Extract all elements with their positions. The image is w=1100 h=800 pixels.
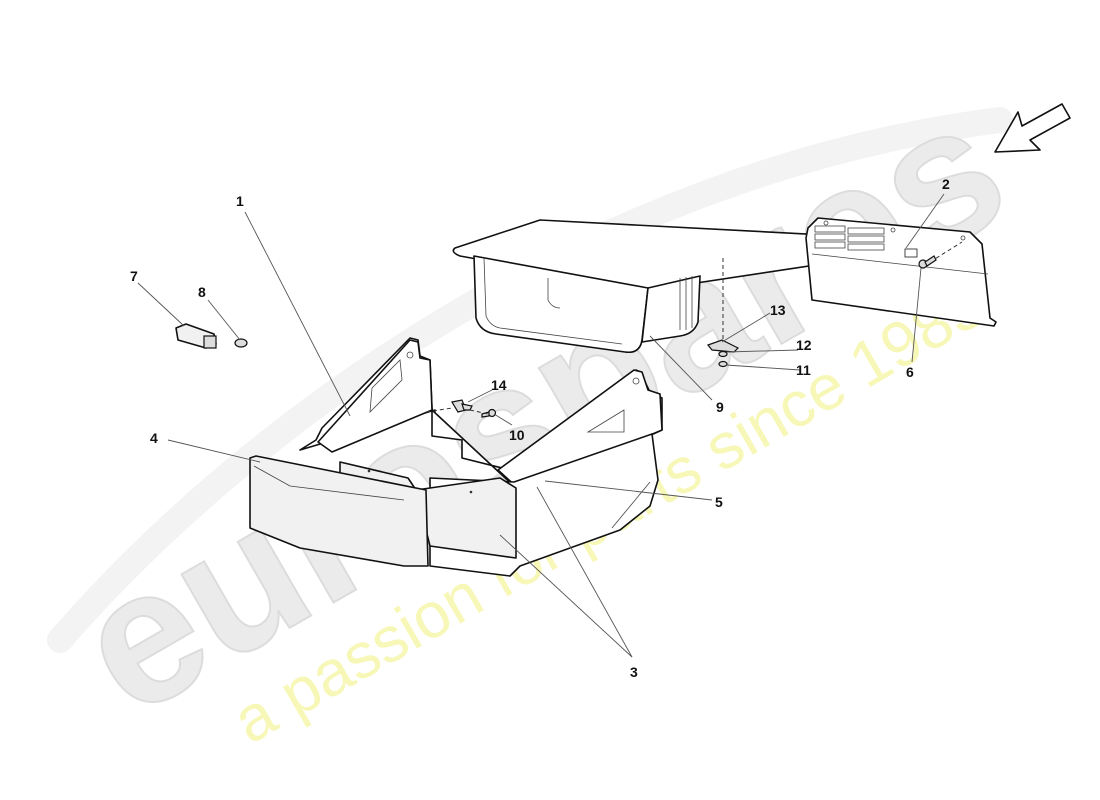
callout-12[interactable]: 12 bbox=[796, 337, 812, 353]
part-6-screw[interactable] bbox=[918, 255, 937, 269]
part-1-side-frame[interactable] bbox=[299, 337, 436, 453]
part-4-front-cover[interactable] bbox=[249, 455, 429, 567]
part-10-screw[interactable] bbox=[481, 408, 497, 418]
part-12-nut[interactable] bbox=[718, 350, 728, 358]
part-2-trim-panel[interactable] bbox=[805, 217, 997, 327]
callout-11[interactable]: 11 bbox=[796, 362, 811, 378]
arrow-down-left-icon bbox=[994, 103, 1071, 153]
callout-6[interactable]: 6 bbox=[906, 364, 914, 380]
callout-7[interactable]: 7 bbox=[130, 268, 138, 284]
callout-9[interactable]: 9 bbox=[716, 399, 724, 415]
callout-8[interactable]: 8 bbox=[198, 284, 206, 300]
callout-5[interactable]: 5 bbox=[715, 494, 723, 510]
part-11-washer[interactable] bbox=[718, 360, 728, 368]
vent-grille-icon bbox=[814, 225, 885, 251]
part-14-clip[interactable] bbox=[451, 399, 473, 413]
leader-lines bbox=[137, 193, 945, 658]
callout-3[interactable]: 3 bbox=[630, 664, 638, 680]
callout-10[interactable]: 10 bbox=[509, 427, 525, 443]
part-7-switch[interactable] bbox=[175, 323, 217, 349]
callout-13[interactable]: 13 bbox=[770, 302, 786, 318]
part-13-bracket[interactable] bbox=[707, 339, 740, 353]
callout-2[interactable]: 2 bbox=[942, 176, 950, 192]
part-8-bulb[interactable] bbox=[234, 338, 248, 348]
callout-4[interactable]: 4 bbox=[150, 430, 158, 446]
watermark: eurospares a passion for parts since 198… bbox=[44, 59, 1039, 757]
callout-14[interactable]: 14 bbox=[491, 377, 507, 393]
callout-1[interactable]: 1 bbox=[236, 193, 244, 209]
watermark-brand: eurospares bbox=[45, 60, 1038, 756]
callouts: 1 2 3 4 5 6 7 8 9 10 11 12 13 14 bbox=[130, 176, 950, 680]
part-9-storage-tray[interactable] bbox=[452, 219, 923, 354]
